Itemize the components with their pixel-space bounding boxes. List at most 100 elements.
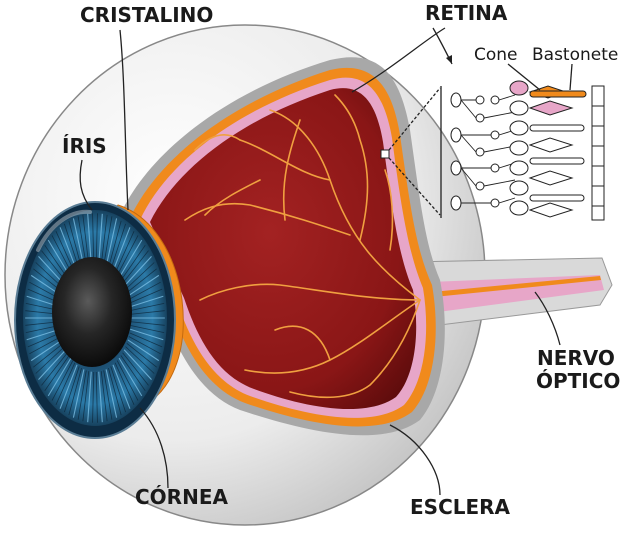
inset-leader-top <box>388 87 441 151</box>
iris-streak <box>130 321 165 326</box>
iris-streak <box>128 336 161 355</box>
vessel <box>282 119 301 221</box>
esclera-label: ESCLERA <box>410 495 511 519</box>
iris-streak <box>116 235 139 276</box>
iris-streak <box>26 328 60 341</box>
optic-nerve-orange <box>432 276 601 297</box>
nucleus <box>509 80 529 96</box>
leader-lines <box>79 27 561 496</box>
pigment-cell <box>591 125 605 147</box>
bastonete-label: Bastonete <box>532 45 618 65</box>
nervo-leader <box>534 291 561 346</box>
iris-texture <box>25 213 165 423</box>
cristalino-leader <box>119 29 129 211</box>
vessel <box>204 179 261 216</box>
iris-streak <box>114 362 135 406</box>
bipolar-cell <box>490 95 500 105</box>
nucleus <box>509 100 529 116</box>
rod-cell <box>529 124 585 132</box>
optic-nerve-pink <box>430 275 604 312</box>
iris-streak <box>29 336 62 355</box>
iris-streak <box>105 369 118 418</box>
iris-streak <box>92 213 95 265</box>
iris-streak <box>103 370 113 420</box>
vessel <box>239 139 331 181</box>
cone-cell <box>528 137 574 153</box>
retinal-vessels <box>184 94 421 399</box>
iris-streak <box>130 328 164 341</box>
ganglion-cell <box>450 160 462 176</box>
nervo-label-line2: ÓPTICO <box>536 369 620 393</box>
pigment-cell <box>591 185 605 207</box>
iris-streak <box>126 343 157 368</box>
esclera-leader <box>389 424 441 496</box>
iris-streak <box>126 268 157 293</box>
photoreceptor-nuclei <box>509 80 529 216</box>
ganglion-cell <box>450 92 462 108</box>
bastonete-leader <box>569 63 573 91</box>
bipolar-cell <box>490 198 500 208</box>
iris-streak <box>33 343 64 368</box>
iris-streak <box>128 281 161 300</box>
ganglion-cell <box>450 195 462 211</box>
iris-streak <box>55 362 76 406</box>
cell-connections <box>460 94 516 204</box>
iris-streak <box>82 371 90 422</box>
vessel <box>274 325 331 361</box>
inset-leader-bottom <box>388 157 441 216</box>
iris-label: ÍRIS <box>62 134 107 158</box>
iris-streak <box>72 369 85 418</box>
iris-streak <box>64 366 80 413</box>
pigment-cell <box>591 85 605 107</box>
iris-streak <box>59 364 78 409</box>
nervo-label-line1: NERVO <box>537 346 615 370</box>
iris-streak <box>82 214 90 265</box>
iris-streak <box>27 332 61 348</box>
iris-streak <box>51 360 74 401</box>
ganglion-cell <box>450 127 462 143</box>
iris-streak <box>72 218 85 267</box>
iris-leader <box>79 159 93 211</box>
nucleus <box>509 140 529 156</box>
vessel <box>184 202 351 236</box>
bipolar-cell <box>475 113 485 123</box>
iris-streak <box>118 357 143 397</box>
bipolar-cell <box>475 147 485 157</box>
iris-streak <box>95 213 98 265</box>
nucleus <box>509 180 529 196</box>
iris-streak <box>122 352 149 386</box>
rod-cell <box>529 194 585 202</box>
iris-streak <box>68 367 82 416</box>
iris-streak <box>125 346 155 374</box>
cone-label: Cone <box>474 45 518 65</box>
iris-streak <box>130 310 165 315</box>
retina-label: RETINA <box>425 1 508 25</box>
iris-streak <box>120 355 146 391</box>
iris-cornea <box>14 201 176 439</box>
iris-streak <box>38 349 67 380</box>
iris-streak <box>116 360 139 401</box>
iris-streak <box>123 256 152 287</box>
iris-streak <box>92 371 95 423</box>
iris-streak <box>118 239 143 279</box>
iris-streak <box>103 216 113 266</box>
bipolar-cell <box>475 181 485 191</box>
cornea-highlight <box>36 209 92 252</box>
rod-cell <box>529 90 587 98</box>
cone-leader <box>507 63 541 91</box>
iris-streak <box>130 325 165 333</box>
iris-streak <box>77 370 87 420</box>
iris-streak <box>100 214 108 265</box>
iris-streak <box>129 288 163 304</box>
cornea-label: CÓRNEA <box>135 485 228 509</box>
pigment-cell <box>591 105 605 127</box>
iris-streak <box>127 339 160 362</box>
ganglion-cells <box>450 92 462 211</box>
iris-streak <box>30 339 63 362</box>
cone-cell <box>528 170 574 186</box>
photoreceptors <box>528 85 587 218</box>
connection <box>461 99 491 204</box>
pupil <box>52 257 132 367</box>
iris-streak <box>44 355 70 391</box>
